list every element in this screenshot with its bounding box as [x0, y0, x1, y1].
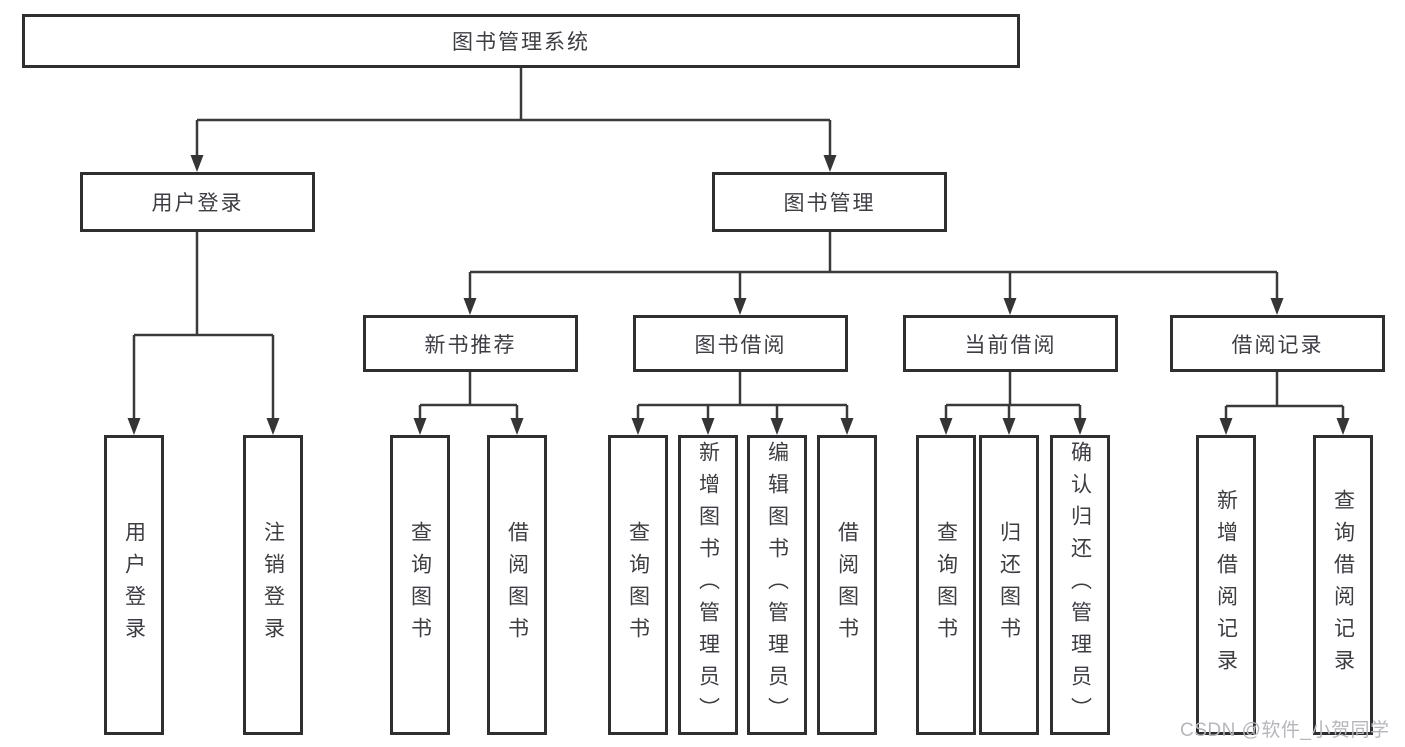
node-label: 确认归还（管理员）	[1068, 441, 1092, 729]
node-book-management: 图书管理	[712, 172, 947, 232]
node-borrow-records: 借阅记录	[1170, 315, 1385, 372]
node-new-book-recommend: 新书推荐	[363, 315, 578, 372]
arrowhead-icon	[840, 418, 854, 435]
leaf-query-books-current: 查询图书	[916, 435, 976, 735]
node-label: 借阅图书	[505, 521, 529, 649]
node-label: 图书管理系统	[452, 31, 590, 54]
node-label: 用户登录	[151, 192, 244, 215]
arrowhead-icon	[463, 298, 477, 315]
arrowhead-icon	[1336, 418, 1350, 435]
node-current-borrow: 当前借阅	[903, 315, 1118, 372]
connector-root-to-level2	[195, 68, 832, 158]
node-label: 归还图书	[997, 521, 1021, 649]
node-root-library-system: 图书管理系统	[22, 14, 1020, 68]
node-label: 图书管理	[783, 192, 876, 215]
node-label: 注销登录	[261, 521, 285, 649]
csdn-watermark: CSDN @软件_小贺同学	[1180, 720, 1390, 741]
leaf-query-books-recommend: 查询图书	[390, 435, 450, 735]
node-label: 查询借阅记录	[1331, 489, 1355, 681]
leaf-query-books-borrow: 查询图书	[608, 435, 668, 735]
arrowhead-icon	[631, 418, 645, 435]
connector-current-borrow-to-leaves	[944, 372, 1082, 420]
node-label: 编辑图书（管理员）	[765, 441, 789, 729]
node-label: 图书借阅	[694, 333, 787, 357]
leaf-query-borrow-record: 查询借阅记录	[1313, 435, 1373, 735]
node-label: 借阅记录	[1231, 333, 1324, 357]
node-label: 查询图书	[408, 521, 432, 649]
arrowhead-icon	[1002, 418, 1016, 435]
connector-book-borrow-to-leaves	[636, 372, 849, 420]
leaf-add-books-admin: 新增图书（管理员）	[678, 435, 738, 735]
node-label: 借阅图书	[835, 521, 859, 649]
arrowhead-icon	[127, 418, 141, 435]
node-label: 新书推荐	[424, 333, 517, 357]
arrowhead-icon	[413, 418, 427, 435]
node-label: 当前借阅	[964, 333, 1057, 357]
node-label: 用户登录	[122, 521, 146, 649]
leaf-add-borrow-record: 新增借阅记录	[1196, 435, 1256, 735]
arrowhead-icon	[701, 418, 715, 435]
node-label: 新增借阅记录	[1214, 489, 1238, 681]
arrowhead-icon	[190, 155, 204, 172]
leaf-confirm-return-admin: 确认归还（管理员）	[1050, 435, 1110, 735]
leaf-user-login: 用户登录	[104, 435, 164, 735]
connector-book-management-to-level3	[468, 232, 1279, 300]
arrowhead-icon	[1003, 298, 1017, 315]
node-book-borrow: 图书借阅	[633, 315, 848, 372]
node-user-login: 用户登录	[80, 172, 315, 232]
leaf-logout: 注销登录	[243, 435, 303, 735]
arrowhead-icon	[770, 418, 784, 435]
arrowhead-icon	[733, 298, 747, 315]
arrowhead-icon	[939, 418, 953, 435]
node-label: 查询图书	[626, 521, 650, 649]
arrowhead-icon	[266, 418, 280, 435]
node-label: 新增图书（管理员）	[696, 441, 720, 729]
arrowhead-icon	[1270, 298, 1284, 315]
arrowhead-icon	[1073, 418, 1087, 435]
leaf-edit-books-admin: 编辑图书（管理员）	[747, 435, 807, 735]
arrowhead-icon	[823, 155, 837, 172]
leaf-return-books: 归还图书	[979, 435, 1039, 735]
leaf-borrow-books: 借阅图书	[817, 435, 877, 735]
node-label: 查询图书	[934, 521, 958, 649]
leaf-borrow-books-recommend: 借阅图书	[487, 435, 547, 735]
arrowhead-icon	[1219, 418, 1233, 435]
connector-borrow-records-to-leaves	[1224, 372, 1345, 420]
connector-new-book-recommend-to-leaves	[418, 372, 519, 420]
connector-user-login-to-leaves	[132, 232, 275, 420]
arrowhead-icon	[510, 418, 524, 435]
